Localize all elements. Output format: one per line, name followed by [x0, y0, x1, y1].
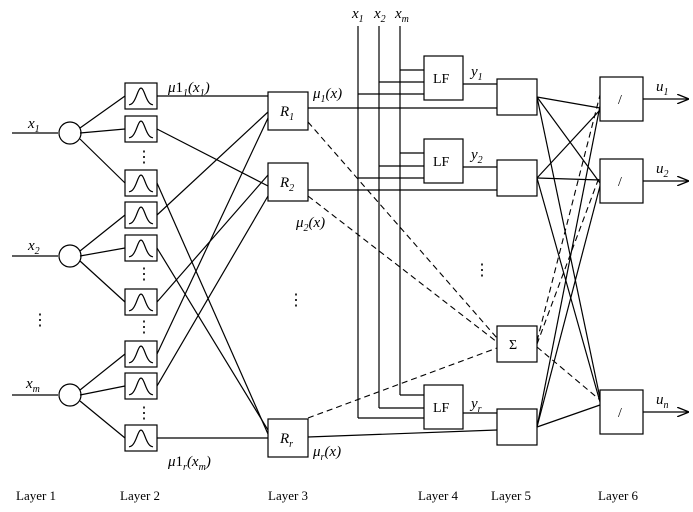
bus-label-x2: x2 — [373, 6, 386, 25]
sum-node — [496, 325, 538, 363]
rule-node-r1 — [267, 91, 309, 131]
layer-caption-4: Layer 4 — [418, 488, 459, 503]
input-label-x1: x1 — [27, 116, 40, 135]
rule-vdots: ⋮ — [288, 292, 304, 309]
input-node-x2 — [58, 244, 82, 268]
input-vdots: ⋮ — [32, 312, 48, 329]
layer-caption-6: Layer 6 — [598, 488, 639, 503]
lf-label-r: LF — [433, 401, 450, 416]
layer-3: R1 R2 Rr ⋮ μ1(x) μ2(x) μr(x) — [267, 86, 342, 463]
lf-box-1 — [423, 55, 464, 101]
layer-6: / / / u1 u2 un — [599, 76, 688, 435]
membership-function-box — [124, 340, 158, 368]
layer-caption-5: Layer 5 — [491, 488, 531, 503]
rule-label-r1: R1 — [279, 104, 294, 123]
rule-node-rr — [267, 418, 309, 458]
u2-label: u2 — [656, 161, 669, 180]
membership-function-box — [124, 234, 158, 262]
rule-output-wires — [307, 107, 498, 438]
lf-box-2 — [423, 138, 464, 184]
layer-5: Σ — [496, 78, 538, 446]
layer-captions: Layer 1 Layer 2 Layer 3 Layer 4 Layer 5 … — [16, 488, 639, 503]
gaussian-curve-icon — [128, 377, 154, 396]
gaussian-curve-icon — [128, 120, 154, 139]
membership-function-box — [124, 372, 158, 400]
divide-node-2 — [599, 158, 644, 204]
bus-label-x1: x1 — [351, 6, 364, 25]
mu-top-label: μ11(x1) — [167, 80, 210, 99]
yr-label: yr — [469, 396, 482, 415]
rule-node-r2 — [267, 162, 309, 202]
gaussian-curve-icon — [128, 429, 154, 448]
membership-function-box — [124, 201, 158, 229]
mu-bottom-label: μ1r(xm) — [167, 454, 211, 473]
rule-label-rr: Rr — [279, 431, 293, 450]
layer5-to-layer6-wires — [536, 94, 601, 428]
input-node-x1 — [58, 121, 82, 145]
gaussian-curve-icon — [128, 345, 154, 364]
layer-caption-1: Layer 1 — [16, 488, 56, 503]
product-node-1 — [496, 78, 538, 116]
membership-function-box — [124, 424, 158, 452]
lf-box-r — [423, 384, 464, 430]
y1-label: y1 — [469, 64, 483, 83]
un-label: un — [656, 392, 669, 411]
layer-4: LF LF LF ⋮ y1 y2 yr — [423, 55, 497, 430]
u1-label: u1 — [656, 79, 669, 98]
layer-caption-2: Layer 2 — [120, 488, 160, 503]
lf-label-2: LF — [433, 155, 450, 170]
product-node-2 — [496, 159, 538, 197]
gaussian-curve-icon — [128, 293, 154, 312]
membership-function-box — [124, 169, 158, 197]
input-label-x2: x2 — [27, 238, 40, 257]
lf-vdots: ⋮ — [474, 262, 490, 279]
input-label-xm: xm — [25, 376, 40, 395]
membership-function-box — [124, 288, 158, 316]
input-bus: x1 x2 xm — [351, 6, 424, 419]
rule-label-r2: R2 — [279, 175, 294, 194]
bus-label-xm: xm — [394, 6, 409, 25]
mf-to-rule-wires — [156, 95, 269, 439]
divide-label-2: / — [618, 175, 622, 190]
divide-label-n: / — [618, 406, 622, 421]
sigma-label: Σ — [509, 338, 517, 353]
gaussian-curve-icon — [128, 174, 154, 193]
mf-vdots-3: ⋮ — [136, 319, 152, 336]
layer-caption-3: Layer 3 — [268, 488, 308, 503]
mf-vdots-1: ⋮ — [136, 149, 152, 166]
mur-label: μr(x) — [312, 444, 341, 463]
y2-label: y2 — [469, 147, 483, 166]
input-node-xm — [58, 383, 82, 407]
membership-function-box — [124, 115, 158, 143]
gaussian-curve-icon — [128, 206, 154, 225]
divide-node-1 — [599, 76, 644, 122]
product-node-r — [496, 408, 538, 446]
lf-label-1: LF — [433, 72, 450, 87]
layer-2 — [124, 82, 158, 452]
mf-vdots-4: ⋮ — [136, 405, 152, 422]
mu1-label: μ1(x) — [312, 86, 342, 105]
gaussian-curve-icon — [128, 87, 154, 106]
gaussian-curve-icon — [128, 239, 154, 258]
divide-label-1: / — [618, 93, 622, 108]
mf-vdots-2: ⋮ — [136, 266, 152, 283]
layer-1: x1 x2 xm ⋮ — [12, 95, 126, 439]
divide-node-n — [599, 389, 644, 435]
mu2-label: μ2(x) — [295, 215, 325, 234]
membership-function-box — [124, 82, 158, 110]
